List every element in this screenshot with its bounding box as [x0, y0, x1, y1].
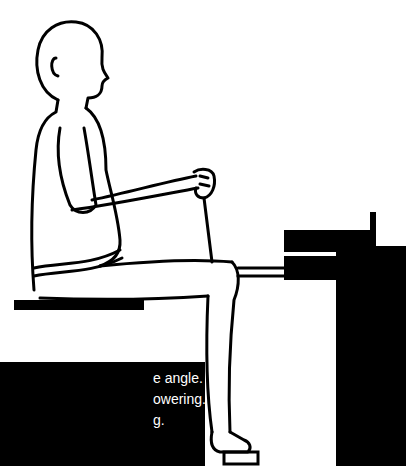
- belt: [34, 258, 122, 276]
- shin-back: [207, 296, 212, 432]
- shin-front: [229, 262, 238, 432]
- foot: [211, 432, 250, 452]
- table-bar: [238, 268, 284, 276]
- head-outline: [37, 22, 108, 108]
- thigh-bottom: [40, 296, 208, 299]
- note-text: owering.: [153, 389, 205, 410]
- lever-rod: [204, 198, 212, 262]
- fingers: [200, 176, 209, 186]
- hand: [194, 169, 215, 198]
- stool-seat: [14, 300, 144, 310]
- upper-arm: [58, 128, 96, 213]
- forearm: [72, 176, 198, 210]
- machine-seam: [284, 252, 336, 256]
- ear: [52, 58, 58, 76]
- note-text: e angle.: [153, 368, 205, 389]
- note-box: e angle.owering.g.: [0, 362, 205, 466]
- back-outline: [32, 100, 58, 290]
- note-text: g.: [153, 410, 205, 431]
- machine-body: [284, 212, 406, 466]
- torso-front: [86, 108, 120, 266]
- foot-pedal: [224, 452, 258, 464]
